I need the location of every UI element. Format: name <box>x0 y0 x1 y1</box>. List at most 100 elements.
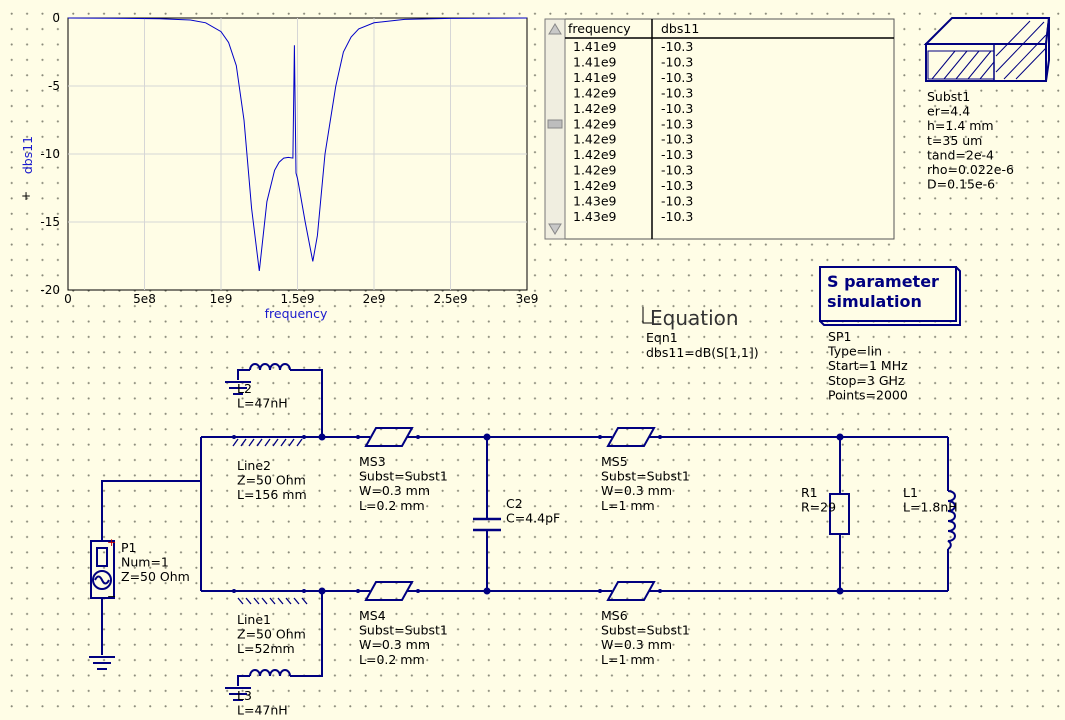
table-row[interactable]: 1.43e9 -10.3 <box>573 209 693 224</box>
label-ms4: L=0.2 mm <box>359 652 425 667</box>
table-row[interactable]: 1.42e9-10.3 <box>573 116 693 131</box>
label-ms4: W=0.3 mm <box>359 637 430 652</box>
label-p1: P1 <box>121 540 137 555</box>
plot-marker: + <box>21 189 31 203</box>
sim-title-line2: simulation <box>827 292 922 311</box>
label-l3: L3 <box>237 688 252 703</box>
label-r1: R=29 <box>801 500 836 515</box>
inductor-icon-l3[interactable] <box>249 669 291 677</box>
x-tick-label: 3e9 <box>516 292 539 306</box>
microstrip-icon-ms6[interactable] <box>606 581 656 601</box>
port-icon-p1[interactable]: + − <box>90 536 116 603</box>
table-cell-dbs11: -10.3 <box>661 194 693 209</box>
table-row[interactable]: 1.42e9-10.3 <box>573 101 693 116</box>
inductor-icon-l1[interactable] <box>947 490 956 550</box>
table-cell-dbs11: -10.3 <box>661 147 693 162</box>
substrate-line: D=0.15e-6 <box>927 177 995 192</box>
ground-icon-l2 <box>225 381 251 395</box>
label-line2: Line2 <box>237 458 271 473</box>
tline-icon-line2[interactable] <box>232 436 304 447</box>
table-cell-dbs11: -10.3 <box>661 163 693 178</box>
label-ms5: MS5 <box>601 454 628 469</box>
table-cell-frequency: 1.41e9 <box>573 54 617 69</box>
scroll-down-icon[interactable] <box>548 223 562 235</box>
label-line1: L=52mm <box>237 641 295 656</box>
table-row[interactable]: 1.43e9-10.3 <box>573 194 693 209</box>
x-tick-label: 2.5e9 <box>433 292 467 306</box>
inductor-icon-l2[interactable] <box>249 363 291 371</box>
y-tick-label: -5 <box>48 79 60 93</box>
chart-grid <box>68 18 527 290</box>
table-row[interactable]: 1.42e9 -10.3 <box>573 163 693 178</box>
table-cell-frequency: 1.42e9 <box>573 101 617 116</box>
equation-block[interactable]: Equation Eqn1 dbs11=dB(S[1,1]) <box>642 306 759 360</box>
substrate-line: rho=0.022e-6 <box>927 162 1014 177</box>
x-tick-label: 2e9 <box>363 292 386 306</box>
table-cell-dbs11: -10.3 <box>661 209 693 224</box>
sim-title-line1: S parameter <box>827 272 939 291</box>
tline-icon-line1[interactable] <box>234 590 308 605</box>
series-line <box>67 17 528 272</box>
sim-line: Points=2000 <box>828 387 908 402</box>
substrate-line: h=1.4 mm <box>927 118 994 133</box>
microstrip-icon-ms3[interactable] <box>364 427 414 447</box>
capacitor-icon-c2[interactable] <box>473 517 501 532</box>
label-line2: Z=50 Ohm <box>237 473 306 488</box>
table-cell-frequency: 1.42e9 <box>573 85 617 100</box>
microstrip-icon-ms5[interactable] <box>606 427 656 447</box>
table-scrollbar[interactable] <box>544 18 566 240</box>
table-cell-frequency: 1.43e9 <box>573 209 617 224</box>
table-cell-dbs11: -10.3 <box>661 70 693 85</box>
table-row[interactable]: 1.42e9-10.3 <box>573 178 693 193</box>
resistor-icon-r1[interactable] <box>829 493 850 535</box>
table-row[interactable]: 1.42e9-10.3 <box>573 132 693 147</box>
label-c2: C=4.4pF <box>506 511 560 526</box>
table-cell-dbs11: -10.3 <box>661 132 693 147</box>
microstrip-icon-ms4[interactable] <box>364 581 414 601</box>
substrate-line: t=35 um <box>927 133 982 148</box>
table-cell-frequency: 1.41e9 <box>573 70 617 85</box>
table-header-frequency: frequency <box>568 21 631 36</box>
label-l2: L2 <box>237 381 252 396</box>
x-tick-label: 1e9 <box>210 292 233 306</box>
substrate-line: Subst1 <box>927 89 970 104</box>
data-table[interactable]: frequency dbs11 1.41e9-10.31.41e9-10.31.… <box>544 18 895 240</box>
sim-line: Type=lin <box>827 344 882 359</box>
table-cell-dbs11: -10.3 <box>661 178 693 193</box>
table-cell-frequency: 1.42e9 <box>573 147 617 162</box>
table-row[interactable]: 1.42e9 -10.3 <box>573 147 693 162</box>
table-row[interactable]: 1.41e9-10.3 <box>573 54 693 69</box>
sp-simulation-block[interactable]: S parameter simulation SP1Type=linStart=… <box>819 266 961 402</box>
table-cell-frequency: 1.42e9 <box>573 163 617 178</box>
svg-text:−: − <box>107 590 116 603</box>
x-axis-label: frequency <box>265 306 328 321</box>
label-p1: Z=50 Ohm <box>121 569 190 584</box>
label-ms6: Subst=Subst1 <box>601 623 690 638</box>
label-ms6: W=0.3 mm <box>601 637 672 652</box>
table-row[interactable]: 1.41e9 -10.3 <box>573 70 693 85</box>
equation-title: Equation <box>650 306 739 330</box>
label-ms3: Subst=Subst1 <box>359 469 448 484</box>
label-line1: Z=50 Ohm <box>237 627 306 642</box>
scroll-up-icon[interactable] <box>548 23 562 35</box>
sim-line: SP1 <box>828 329 851 344</box>
x-tick-label: 5e8 <box>133 292 156 306</box>
y-tick-label: -10 <box>40 147 60 161</box>
table-cell-dbs11: -10.3 <box>661 85 693 100</box>
scroll-thumb[interactable] <box>547 119 563 129</box>
sim-line: Start=1 MHz <box>828 358 908 373</box>
label-l1: L=1.8nH <box>903 500 958 515</box>
table-row[interactable]: 1.42e9 -10.3 <box>573 85 693 100</box>
table-cell-frequency: 1.41e9 <box>573 39 617 54</box>
label-l2: L=47nH <box>237 396 288 411</box>
table-row[interactable]: 1.41e9-10.3 <box>573 39 693 54</box>
label-ms3: L=0.2 mm <box>359 498 425 513</box>
label-ms4: MS4 <box>359 608 386 623</box>
equation-name: Eqn1 <box>646 330 678 345</box>
